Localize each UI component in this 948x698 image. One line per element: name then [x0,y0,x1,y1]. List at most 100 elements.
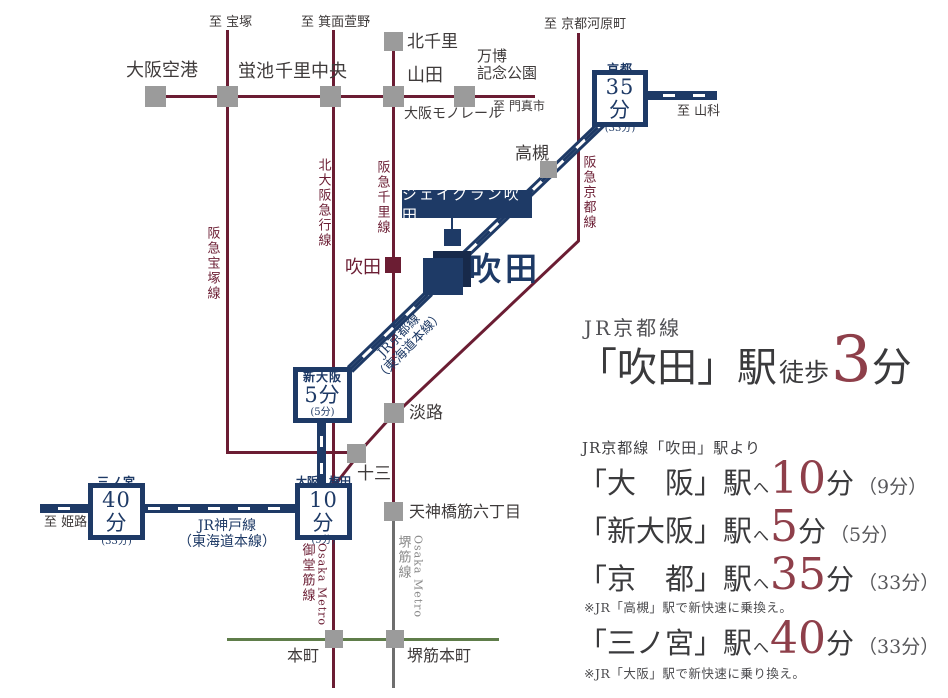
station-label-sakaisuji-hommachi: 堺筋本町 [407,646,472,665]
panel-headline-unit: 分 [871,345,912,391]
station-square-hotarugaike [217,86,238,107]
station-label-hommachi: 本町 [287,646,320,665]
route-kyoto-station: 「京 都」駅 [578,562,753,596]
time-box-sannomiya: 三ノ宮 40分 (33分) [88,475,145,547]
terminal-minoh-kayano: 至 箕面萱野 [301,15,371,30]
station-square-osaka-airport [145,86,166,107]
time-box-shin-osaka-express: (5分) [310,407,335,419]
line-label-hankyu-takarazuka: 阪急宝塚線 [204,226,220,301]
time-box-kyoto-station: 京都 [606,61,633,76]
time-box-sannomiya-time: 40分 [102,488,131,536]
hankyu-kyoto-line-vertical [577,33,580,241]
project-location-square [444,229,461,246]
route-shin-osaka-station: 「新大阪」駅 [578,514,753,548]
time-box-osaka-umeda-station: 大阪・梅田 [296,475,351,489]
route-kyoto-minutes: 35 [770,549,827,600]
station-square-jr-suita [423,258,463,295]
time-box-sannomiya-express: (33分) [101,535,132,547]
route-osaka-unit: 分 [826,467,855,500]
kita-osaka-kyuko-midosuji-line [332,30,335,688]
route-osaka-minutes: 10 [770,453,827,504]
time-box-osaka-umeda-express: (9分) [311,534,336,546]
station-square-juso [347,444,366,463]
station-square-takatsuki [540,161,557,178]
jr-line-shinosaka-umeda [317,420,326,486]
station-square-awaji [384,403,404,423]
terminal-kadoma: 至 門真市 [493,99,545,113]
panel-subtitle: JR京都線「吹田」駅より [582,439,762,457]
station-label-juso: 十三 [357,464,391,484]
chuo-line [227,638,499,641]
station-square-sakaisuji-hommachi [386,630,404,648]
time-box-osaka-umeda-time: 10分 [309,487,338,535]
panel-headline-walk: 徒歩 [779,358,830,387]
time-box-kyoto-express: (33分) [604,122,636,134]
station-label-hankyu-suita: 吹田 [345,257,381,278]
line-label-hankyu-senri: 阪急千里線 [374,160,390,235]
terminal-yamashina: 至 山科 [677,104,721,119]
station-square-senri-chuo [320,86,341,107]
station-square-hommachi [325,630,343,648]
time-box-sannomiya-station: 三ノ宮 [96,474,136,489]
route-sannomiya-note: ※JR「大阪」駅で新快速に乗り換え。 [584,666,806,681]
route-kyoto-to: へ [753,574,770,593]
project-name-plate: ジェイグラン吹田 [402,185,532,224]
panel-headline: 「吹田」駅 徒歩 3 分 [577,323,912,397]
station-label-tenjinbashisuji: 天神橋筋六丁目 [409,502,522,521]
route-shin-osaka-to: へ [753,526,770,545]
time-box-shin-osaka-station: 新大阪 [302,369,342,384]
time-box-kyoto: 京都 35分 (33分) [592,62,648,134]
route-sannomiya-to: へ [753,638,770,657]
route-kyoto-note: ※JR「高槻」駅で新快速に乗換え。 [584,600,793,615]
route-kyoto-unit: 分 [826,563,855,596]
station-label-kita-senri: 北千里 [407,32,458,52]
time-box-osaka-umeda: 大阪・梅田 10分 (9分) [295,475,352,546]
time-box-kyoto-time: 35分 [605,75,635,123]
station-square-hankyu-suita [385,257,401,273]
line-label-sakaisuji: 堺筋線 [395,535,411,580]
hankyu-takarazuka-line-bend [226,451,359,454]
station-label-awaji: 淡路 [409,403,443,423]
panel-headline-station: 「吹田」駅 [577,345,777,391]
station-label-senri-chuo: 千里中央 [275,61,347,82]
line-label-midosuji: 御堂筋線 [299,543,315,603]
line-label-hankyu-kyoto: 阪急京都線 [580,155,596,230]
line-label-osaka-metro-sakaisuji: Osaka Metro [411,535,425,619]
station-label-jr-suita: 吹田 [469,250,542,288]
route-row-shin-osaka: 「新大阪」駅 へ 5 分 （5分） [578,501,900,552]
route-row-osaka: 「大 阪」駅 へ 10 分 （9分） [578,453,927,504]
route-osaka-station: 「大 阪」駅 [578,466,753,500]
terminal-kyoto-kawaramachi: 至 京都河原町 [544,17,627,32]
hankyu-takarazuka-line-vertical [226,30,229,453]
time-box-shin-osaka-time: 5分 [304,383,341,408]
route-shin-osaka-minutes: 5 [770,501,799,552]
route-sannomiya-minutes: 40 [770,613,827,664]
panel-line-name: JR京都線 [584,316,683,340]
line-label-osaka-metro-midosuji: Osaka Metro [315,543,329,627]
jr-kobe-line [40,504,295,513]
station-square-yamada [383,86,404,107]
time-box-shin-osaka: 新大阪 5分 (5分) [293,367,352,423]
hankyu-senri-line [392,40,395,512]
station-label-takatsuki: 高槻 [515,144,549,164]
route-shin-osaka-express: （5分） [830,524,900,546]
line-label-kita-osaka-kyuko: 北大阪急行線 [315,158,331,248]
monorail-line [150,95,535,98]
route-osaka-to: へ [753,478,770,497]
panel-headline-minutes: 3 [831,323,872,397]
station-square-banpaku [454,86,475,107]
route-row-kyoto: 「京 都」駅 へ 35 分 （33分） [578,549,939,600]
station-label-yamada: 山田 [407,65,443,86]
station-square-tenjinbashisuji [384,502,403,521]
line-label-jr-kobe: JR神戸線 （東海道本線） [178,518,276,550]
terminal-takarazuka: 至 宝塚 [209,15,253,30]
route-row-sannomiya: 「三ノ宮」駅 へ 40 分 （33分） [578,613,939,664]
terminal-himeji: 至 姫路 [44,515,88,530]
station-square-kita-senri [384,32,403,51]
sakaisuji-line [392,512,395,688]
station-label-osaka-airport: 大阪空港 [126,60,198,81]
project-connector-line [451,216,453,232]
jr-line-kyoto-yamashina [645,91,717,100]
route-sannomiya-station: 「三ノ宮」駅 [578,626,753,660]
